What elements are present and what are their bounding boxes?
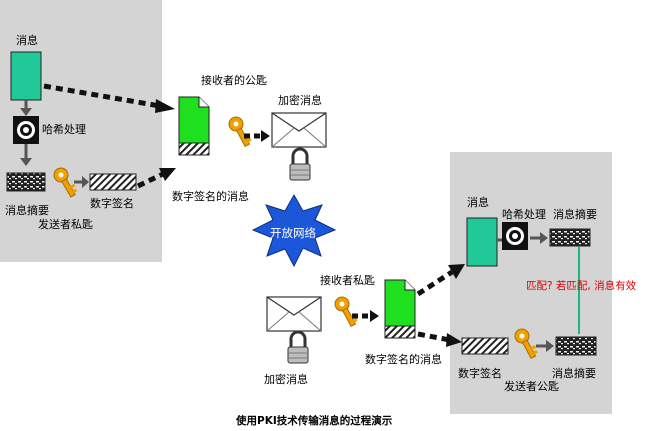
label-signed-msg-top: 数字签名的消息 xyxy=(172,189,249,203)
label-match-note: 匹配? 若匹配, 消息有效 xyxy=(526,279,637,292)
document-icon xyxy=(178,96,210,156)
document-icon xyxy=(384,279,416,339)
envelope-icon xyxy=(266,296,322,332)
label-network: 开放网络 xyxy=(270,226,316,240)
network-star-icon xyxy=(251,193,337,268)
label-message-left: 消息 xyxy=(16,33,38,47)
label-encrypted-top: 加密消息 xyxy=(278,93,322,107)
label-hash-left: 哈希处理 xyxy=(42,122,86,136)
digest-icon xyxy=(555,336,597,356)
message-icon xyxy=(10,51,42,101)
digest-icon xyxy=(549,228,591,247)
envelope-icon xyxy=(271,112,327,148)
label-digest-right-top: 消息摘要 xyxy=(553,207,597,221)
key-icon xyxy=(226,114,254,149)
padlock-icon xyxy=(286,330,310,365)
signature-icon xyxy=(89,173,137,191)
label-message-right: 消息 xyxy=(467,195,489,209)
diagram-caption: 使用PKI技术传输消息的过程演示 xyxy=(235,414,393,427)
label-sender-pubkey: 发送者公匙 xyxy=(504,379,559,393)
digest-icon xyxy=(6,172,46,192)
flow-document-to-signature xyxy=(417,331,451,343)
label-receiver-privkey: 接收者私匙 xyxy=(320,273,375,287)
hash-icon xyxy=(502,222,528,250)
flow-document-to-message xyxy=(416,269,454,297)
label-receiver-pubkey-top: 接收者的公匙 xyxy=(201,73,267,87)
signature-icon xyxy=(461,337,509,355)
flow-signature-to-document xyxy=(136,171,165,189)
flow-message-to-document xyxy=(43,83,161,109)
label-digest-right-bottom: 消息摘要 xyxy=(552,366,596,380)
label-signed-msg-bottom: 数字签名的消息 xyxy=(365,352,442,366)
padlock-icon xyxy=(288,147,312,182)
label-signature-right: 数字签名 xyxy=(458,366,502,380)
key-icon xyxy=(332,294,360,329)
message-icon xyxy=(466,217,498,267)
label-hash-right: 哈希处理 xyxy=(502,207,546,221)
hash-icon xyxy=(13,116,39,144)
label-encrypted-bottom: 加密消息 xyxy=(264,372,308,386)
receiver-panel xyxy=(450,152,612,414)
label-digest-left: 消息摘要 xyxy=(5,203,49,217)
label-sender-key-left: 发送者私匙 xyxy=(38,217,93,231)
label-signature-left: 数字签名 xyxy=(90,196,134,210)
